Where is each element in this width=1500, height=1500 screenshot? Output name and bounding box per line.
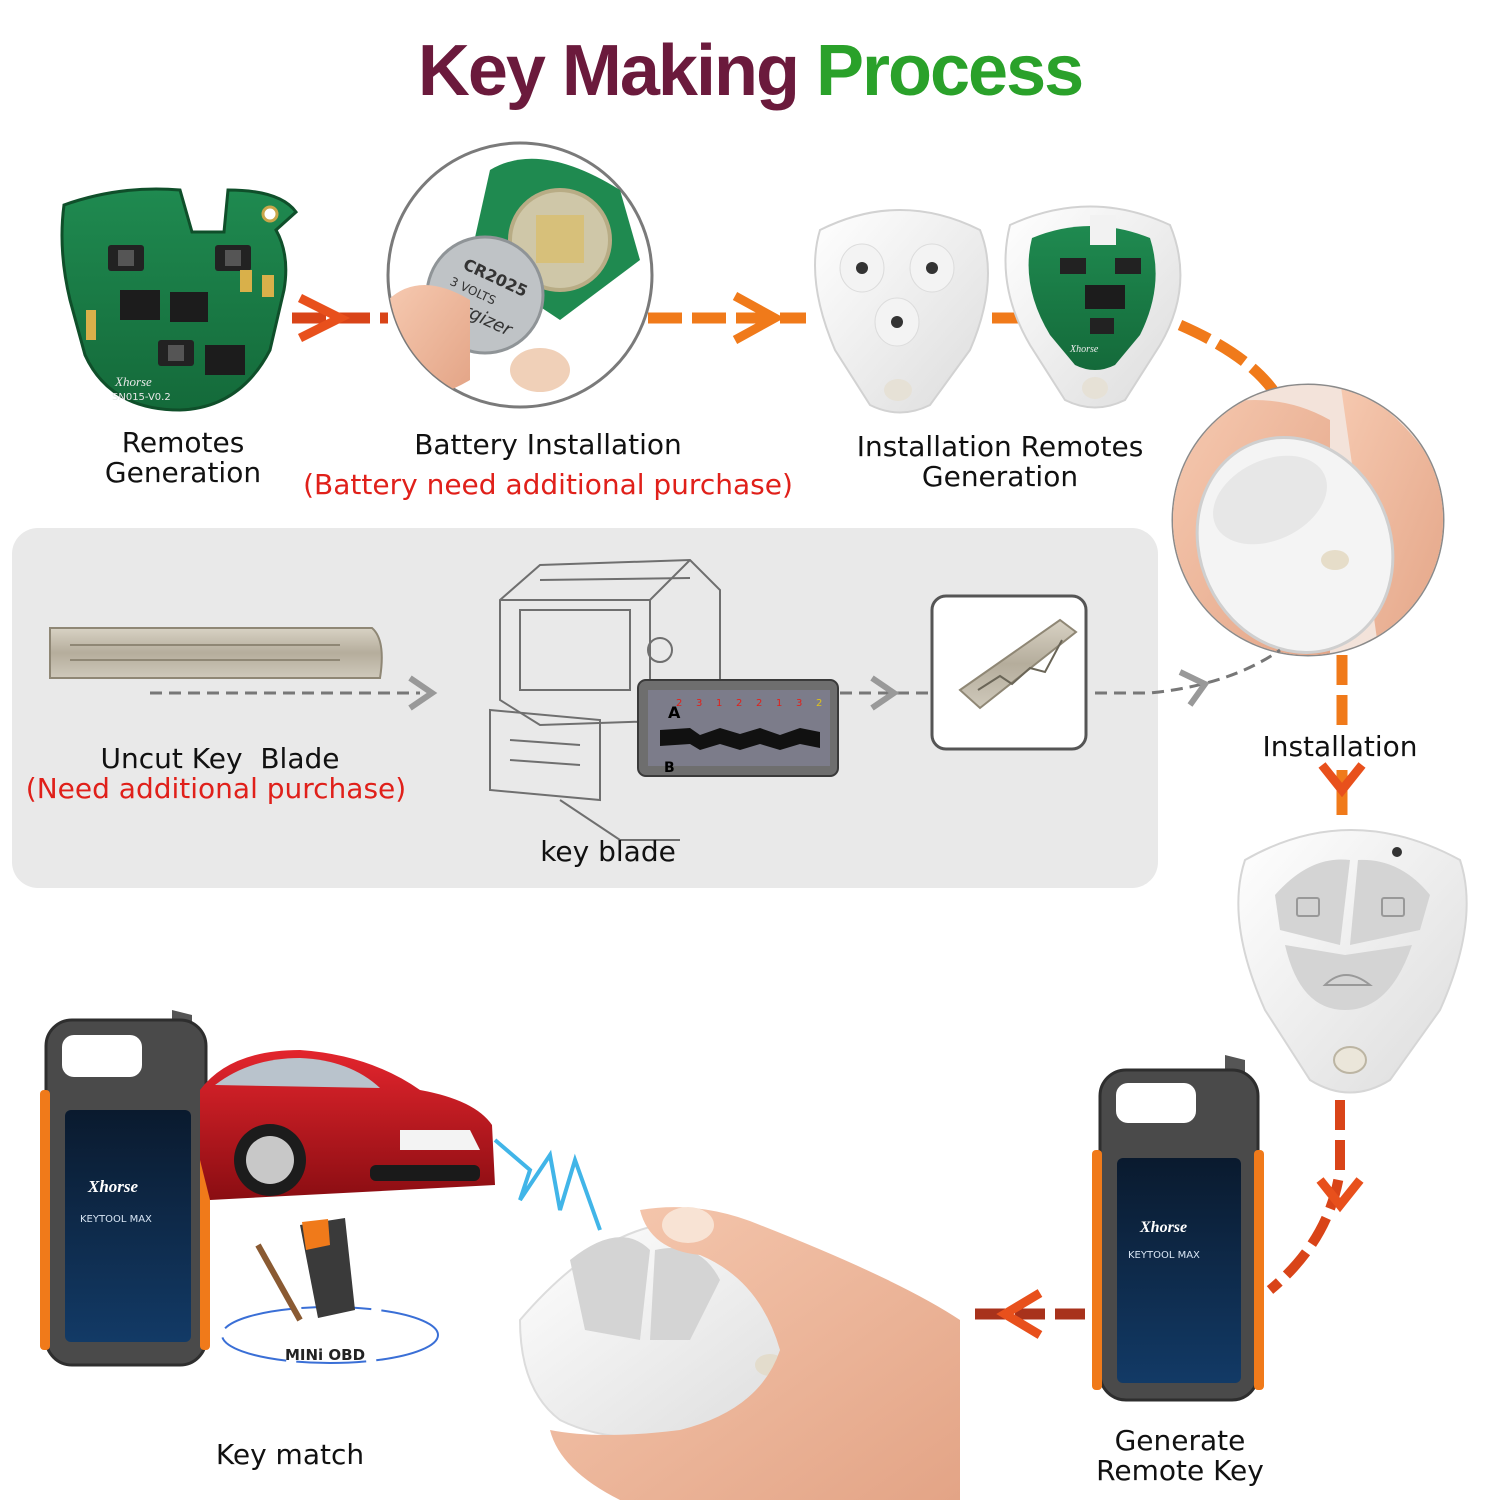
label-generate-remote-key: Generate Remote Key bbox=[1096, 1424, 1264, 1487]
cut-key-image bbox=[930, 594, 1088, 751]
panel-arrow-3 bbox=[1095, 648, 1281, 707]
label-key-match: Key match bbox=[215, 1438, 365, 1471]
arrow-2 bbox=[648, 292, 806, 344]
mini-obd-image: MINi OBD bbox=[221, 1218, 439, 1364]
title-part2: Process bbox=[815, 31, 1084, 111]
panel-arrow-1 bbox=[150, 675, 438, 711]
remote-shell-open-image: Xhorse bbox=[1004, 205, 1182, 409]
device-brand-right: Xhorse bbox=[1139, 1219, 1187, 1236]
cut-label: 2 bbox=[816, 698, 822, 709]
cut-label: 2 bbox=[736, 698, 742, 709]
marker-b: B bbox=[664, 760, 675, 776]
label-installation: Installation bbox=[1262, 730, 1418, 763]
pcb2-brand: Xhorse bbox=[1069, 344, 1099, 355]
pcb-code: SN015-V0.2 bbox=[112, 392, 171, 403]
marker-a: A bbox=[668, 703, 681, 722]
blade-cut-chart: A B 2 3 1 2 2 1 3 2 bbox=[637, 679, 839, 777]
key-match-image bbox=[518, 1207, 960, 1500]
cut-label: 2 bbox=[756, 698, 762, 709]
page-title: Key Making Process bbox=[0, 30, 1500, 112]
obd-label: MINi OBD bbox=[285, 1346, 365, 1364]
finished-remote-image bbox=[1237, 829, 1468, 1094]
cut-label: 3 bbox=[796, 698, 802, 709]
signal-wave bbox=[493, 1138, 602, 1231]
label-battery-installation: Battery Installation bbox=[414, 428, 682, 461]
keytool-device-left-image: Xhorse KEYTOOL MAX bbox=[40, 1010, 210, 1367]
panel-arrow-2 bbox=[840, 675, 928, 711]
label-uncut-note: (Need additional purchase) bbox=[25, 772, 407, 805]
cut-label: 1 bbox=[716, 698, 722, 709]
keytool-device-right-image: Xhorse KEYTOOL MAX bbox=[1092, 1055, 1264, 1402]
label-uncut-key-blade: Uncut Key Blade bbox=[100, 742, 340, 775]
label-battery-note: (Battery need additional purchase) bbox=[303, 468, 793, 501]
remote-shell-front-image bbox=[814, 209, 989, 414]
label-key-blade: key blade bbox=[540, 835, 676, 868]
cut-label: 2 bbox=[676, 698, 682, 709]
arrow-4 bbox=[1318, 655, 1366, 815]
installation-image bbox=[1171, 383, 1445, 657]
label-installation-remotes-generation: Installation Remotes Generation bbox=[856, 430, 1144, 493]
arrow-1 bbox=[292, 293, 388, 343]
battery-install-image: CR2025 3 VOLTS Energizer bbox=[386, 141, 654, 409]
cut-label: 1 bbox=[776, 698, 782, 709]
uncut-blade-image bbox=[49, 627, 383, 679]
car-image bbox=[200, 1050, 495, 1200]
device-model-right: KEYTOOL MAX bbox=[1128, 1250, 1200, 1261]
device-brand-left: Xhorse bbox=[87, 1177, 139, 1196]
device-model-left: KEYTOOL MAX bbox=[80, 1214, 152, 1225]
cut-label: 3 bbox=[696, 698, 702, 709]
pcb-board-image: Xhorse SN015-V0.2 bbox=[60, 187, 299, 412]
label-remotes-generation: Remotes Generation bbox=[104, 426, 262, 489]
arrow-5 bbox=[1266, 1100, 1364, 1294]
arrow-6 bbox=[970, 1289, 1085, 1339]
title-part1: Key Making bbox=[417, 31, 816, 111]
pcb-brand: Xhorse bbox=[114, 374, 152, 389]
